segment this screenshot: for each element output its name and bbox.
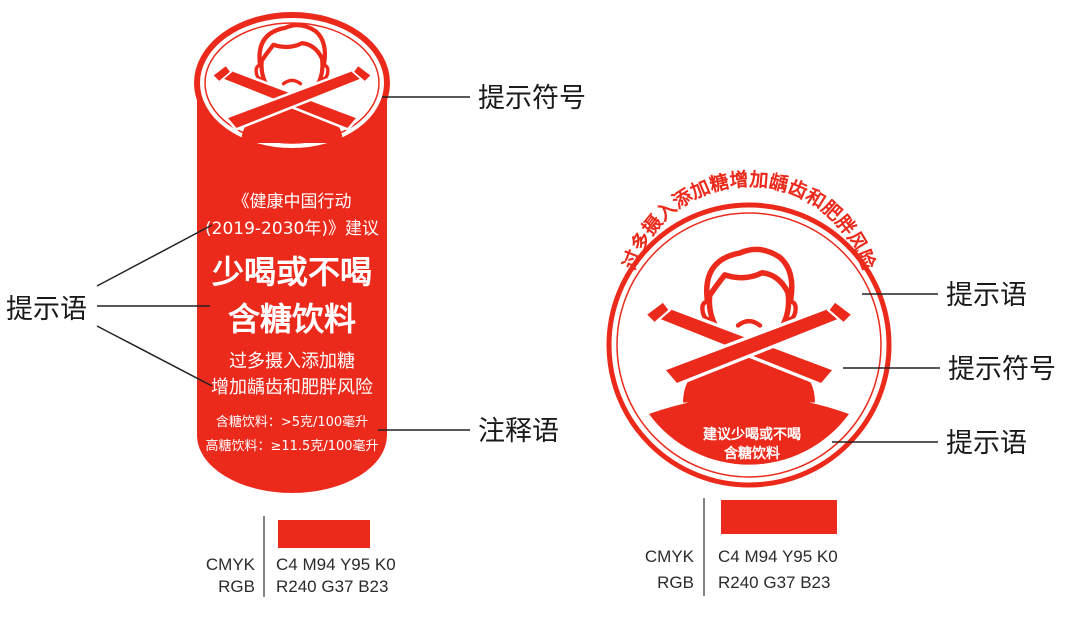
- right-callouts: 提示语 提示符号 提示语: [832, 280, 1056, 459]
- label-note-line1: 含糖饮料：>5克/100毫升: [216, 414, 368, 430]
- callout-right-message-top: 提示语: [946, 280, 1027, 311]
- label-risk-line1: 过多摄入添加糖: [229, 351, 355, 372]
- callout-left-message: 提示语: [6, 294, 87, 325]
- swatch-cmyk-label-right: CMYK: [645, 547, 695, 566]
- left-callouts: 提示符号 提示语 注释语: [6, 83, 586, 447]
- swatch-red: [278, 520, 370, 548]
- label-risk-line2: 增加龋齿和肥胖风险: [211, 377, 373, 398]
- label-source-line1: 《健康中国行动: [233, 192, 352, 212]
- swatch-rgb-label-right: RGB: [657, 573, 694, 592]
- label-headline2: 含糖饮料: [228, 300, 356, 338]
- callout-right-message-bottom: 提示语: [946, 428, 1027, 459]
- swatch-rgb-value-right: R240 G37 B23: [718, 573, 830, 592]
- left-color-swatch: CMYK RGB C4 M94 Y95 K0 R240 G37 B23: [206, 516, 396, 597]
- label-note-line2: 高糖饮料：≥11.5克/100毫升: [205, 438, 378, 454]
- swatch-rgb-value: R240 G37 B23: [276, 577, 388, 596]
- swatch-rgb-label: RGB: [218, 577, 255, 596]
- swatch-red-right: [721, 500, 837, 534]
- swatch-cmyk-value-right: C4 M94 Y95 K0: [718, 547, 838, 566]
- swatch-cmyk-value: C4 M94 Y95 K0: [276, 555, 396, 574]
- callout-left-note: 注释语: [478, 416, 559, 447]
- round-label-bottom-line1: 建议少喝或不喝: [703, 426, 801, 443]
- swatch-cmyk-label: CMYK: [206, 555, 256, 574]
- round-label-bottom-line2: 含糖饮料: [724, 445, 780, 462]
- label-headline1: 少喝或不喝: [212, 253, 372, 291]
- callout-left-symbol: 提示符号: [478, 83, 586, 114]
- callout-right-symbol: 提示符号: [948, 354, 1056, 385]
- right-color-swatch: CMYK RGB C4 M94 Y95 K0 R240 G37 B23: [645, 498, 838, 596]
- vertical-label: 《健康中国行动 (2019-2030年)》建议 少喝或不喝 含糖饮料 过多摄入添…: [194, 12, 390, 493]
- round-label: 过多摄入添加糖增加龋齿和肥胖风险 建议少喝或不喝 含糖饮料: [606, 168, 892, 488]
- label-source-line2: (2019-2030年)》建议: [205, 219, 379, 239]
